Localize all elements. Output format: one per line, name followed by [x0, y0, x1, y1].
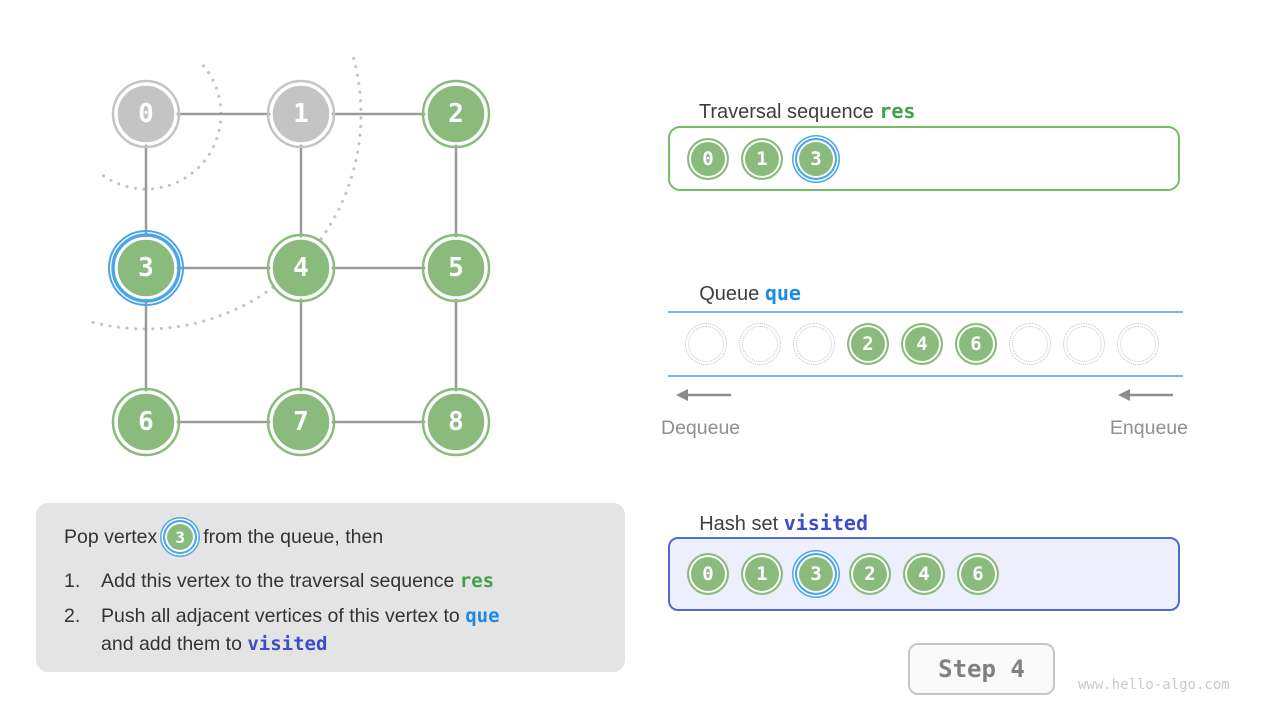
- graph-vertex-4: 4: [266, 233, 336, 303]
- step-button[interactable]: Step 4: [908, 643, 1055, 695]
- hash-set-title: Hash set visited: [677, 488, 868, 559]
- svg-text:7: 7: [293, 407, 309, 437]
- graph-vertex-0: 0: [111, 79, 181, 149]
- vertex-chip-3: 3: [795, 553, 837, 595]
- code-token: res: [459, 570, 495, 592]
- vertex-chip-6: 6: [955, 323, 997, 365]
- vertex-chip-3: 3: [795, 137, 837, 180]
- graph-vertex-5: 5: [421, 233, 491, 303]
- graph-vertex-7: 7: [266, 387, 336, 457]
- queue-empty-slot: [1009, 323, 1051, 365]
- svg-text:4: 4: [293, 253, 309, 283]
- bfs-wave-arc: [96, 64, 223, 191]
- graph-vertex-6: 6: [111, 387, 181, 457]
- queue-empty-slot: [1063, 323, 1105, 365]
- graph-vertex-1: 1: [266, 79, 336, 149]
- vertex-chip-1: 1: [741, 137, 783, 180]
- svg-text:1: 1: [293, 99, 309, 129]
- dequeue-label: Dequeue: [661, 417, 741, 439]
- vertex-chip-4: 4: [903, 553, 945, 595]
- step-number: 1.: [64, 570, 81, 592]
- queue-empty-slot: [793, 323, 835, 365]
- vertex-chip-2: 2: [849, 553, 891, 595]
- explanation-step: 1. Add this vertex to the traversal seque…: [64, 567, 605, 595]
- vertex-chip-0: 0: [687, 553, 729, 595]
- queue-empty-slot: [685, 323, 727, 365]
- step-text: Push all adjacent vertices of this verte…: [101, 605, 500, 655]
- step-button-label: Step 4: [938, 655, 1025, 683]
- step-text: Add this vertex to the traversal sequenc…: [101, 570, 495, 592]
- explanation-prefix: Pop vertex: [64, 525, 158, 548]
- que-code-label: que: [764, 281, 801, 305]
- vertex-chip-2: 2: [847, 323, 889, 365]
- graph-vertex-8: 8: [421, 387, 491, 457]
- vertex-chip-6: 6: [957, 553, 999, 595]
- vertex-chip-0: 0: [687, 137, 729, 180]
- vertex-chip-4: 4: [901, 323, 943, 365]
- visited-code-label: visited: [783, 511, 869, 535]
- svg-text:6: 6: [138, 407, 154, 437]
- enqueue-arrow-icon: [1118, 389, 1173, 401]
- hash-set-title-text: Hash set: [699, 513, 784, 535]
- svg-text:8: 8: [448, 407, 464, 437]
- current-vertex-chip: 3: [163, 520, 198, 554]
- explanation-step: 2. Push all adjacent vertices of this ver…: [64, 602, 605, 658]
- explanation-suffix: from the queue, then: [203, 525, 384, 548]
- step-number: 2.: [64, 605, 81, 627]
- svg-text:3: 3: [138, 253, 154, 283]
- queue-empty-slot: [1117, 323, 1159, 365]
- explanation-box: Pop vertex 3 from the queue, then 1. Add …: [36, 503, 625, 672]
- graph-vertex-2: 2: [421, 79, 491, 149]
- svg-text:2: 2: [448, 99, 464, 129]
- code-token: que: [465, 605, 500, 627]
- code-token: visited: [247, 633, 328, 655]
- queue-title: Queue que: [677, 258, 801, 329]
- traversal-sequence-title: Traversal sequence res: [677, 76, 916, 147]
- dequeue-arrow-icon: [676, 389, 731, 401]
- explanation-steps-list: 1. Add this vertex to the traversal seque…: [64, 567, 605, 658]
- watermark: www.hello-algo.com: [1078, 677, 1230, 693]
- res-code-label: res: [879, 99, 916, 123]
- svg-text:0: 0: [138, 99, 154, 129]
- queue-title-text: Queue: [699, 283, 765, 305]
- traversal-title-text: Traversal sequence: [698, 101, 880, 123]
- vertex-chip-1: 1: [741, 553, 783, 595]
- enqueue-label: Enqueue: [1109, 417, 1188, 439]
- graph-vertex-3: 3: [108, 230, 184, 306]
- graph-canvas: 0 1 2 3 4 5 6 7 8: [88, 56, 491, 457]
- svg-text:5: 5: [448, 253, 464, 283]
- explanation-line: Pop vertex 3 from the queue, then: [64, 518, 605, 556]
- queue-empty-slot: [739, 323, 781, 365]
